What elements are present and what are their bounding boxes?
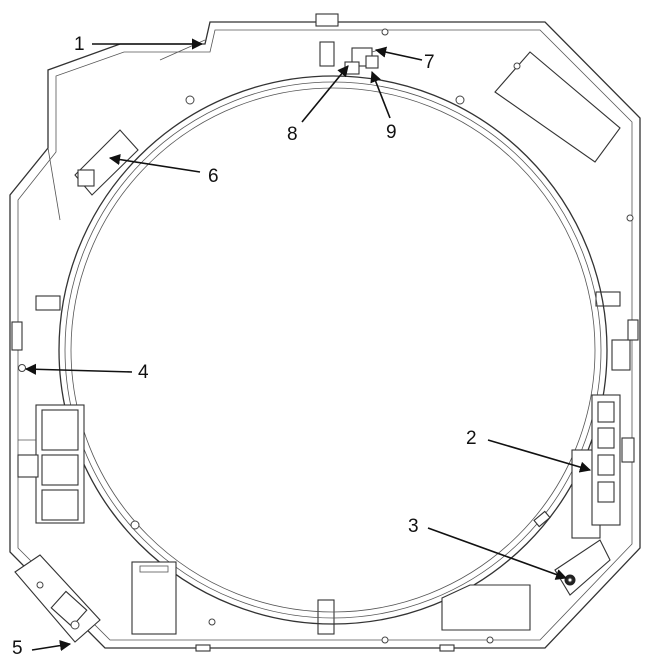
callout-6: 6 <box>208 166 219 187</box>
bottom-right-box <box>441 584 531 631</box>
top-connector <box>344 47 386 75</box>
bottom-left-box <box>131 561 177 635</box>
fuse-clip <box>533 510 551 528</box>
callout-7: 7 <box>424 52 435 73</box>
left-side-block <box>17 404 85 524</box>
left-upper-bracket <box>74 129 139 196</box>
callout-labels: 1 2 3 4 5 6 7 8 9 <box>12 34 477 659</box>
callout-9: 9 <box>386 122 397 143</box>
top-right-module <box>494 51 621 163</box>
screws <box>18 28 634 644</box>
callout-4: 4 <box>138 362 149 383</box>
ring <box>58 75 608 625</box>
callout-3: 3 <box>408 516 419 537</box>
callout-2: 2 <box>466 428 477 449</box>
callout-1: 1 <box>74 34 85 55</box>
callout-5: 5 <box>12 638 23 659</box>
bottom-feet <box>195 644 455 652</box>
left-edge-tab <box>11 321 23 351</box>
callout-arrows <box>24 38 592 652</box>
callout-8: 8 <box>287 124 298 145</box>
right-electronics <box>571 319 639 539</box>
bottom-right-fitting <box>554 539 611 596</box>
bottom-left-clamp <box>14 554 101 643</box>
